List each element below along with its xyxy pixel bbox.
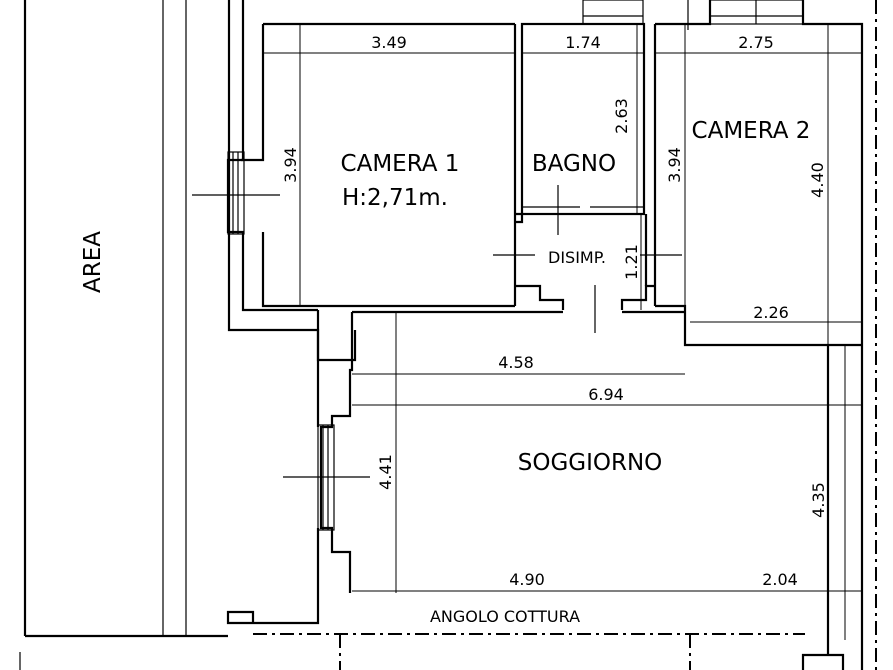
- dimension-lines: [263, 24, 862, 640]
- dim-soggiorno-left-depth: 4.41: [376, 454, 395, 490]
- camera1-height: H:2,71m.: [342, 185, 448, 211]
- cottura-label: ANGOLO COTTURA: [430, 607, 580, 626]
- dim-camera1-width: 3.49: [371, 33, 407, 52]
- dim-camera2-bottom: 2.26: [753, 303, 789, 322]
- bagno-room: BAGNO: [520, 0, 646, 235]
- dim-bagno-width: 1.74: [565, 33, 601, 52]
- dim-camera2-depth-left: 3.94: [665, 147, 684, 183]
- bagno-name: BAGNO: [532, 151, 616, 177]
- disimp-name: DISIMP.: [548, 248, 606, 267]
- dim-soggiorno-upper: 4.58: [498, 353, 534, 372]
- camera2-name: CAMERA 2: [692, 118, 811, 144]
- dim-soggiorno-total: 6.94: [588, 385, 624, 404]
- dim-camera2-depth-right: 4.40: [808, 162, 827, 198]
- area-label: AREA: [80, 231, 106, 293]
- soggiorno-name: SOGGIORNO: [518, 450, 663, 476]
- camera1-room: CAMERA 1 H:2,71m.: [192, 22, 517, 308]
- dim-soggiorno-right-depth: 4.35: [809, 482, 828, 518]
- property-boundary: ANGOLO COTTURA: [253, 0, 877, 670]
- camera2-room: CAMERA 2: [653, 0, 864, 347]
- disimp-room: DISIMP.: [493, 212, 682, 333]
- soggiorno-room: SOGGIORNO: [283, 310, 864, 670]
- dim-bagno-depth: 2.63: [612, 98, 631, 134]
- dim-soggiorno-bottom-right: 2.04: [762, 570, 798, 589]
- area-zone: AREA: [19, 0, 228, 670]
- dim-disimp-depth: 1.21: [622, 244, 641, 280]
- dim-soggiorno-bottom-left: 4.90: [509, 570, 545, 589]
- dim-camera1-depth: 3.94: [281, 147, 300, 183]
- camera1-name: CAMERA 1: [341, 151, 460, 177]
- dimension-labels: 3.49 1.74 2.75 3.94 2.63 3.94 4.40 1.21 …: [281, 33, 828, 589]
- exterior-walls: [226, 0, 357, 625]
- dim-camera2-width: 2.75: [738, 33, 774, 52]
